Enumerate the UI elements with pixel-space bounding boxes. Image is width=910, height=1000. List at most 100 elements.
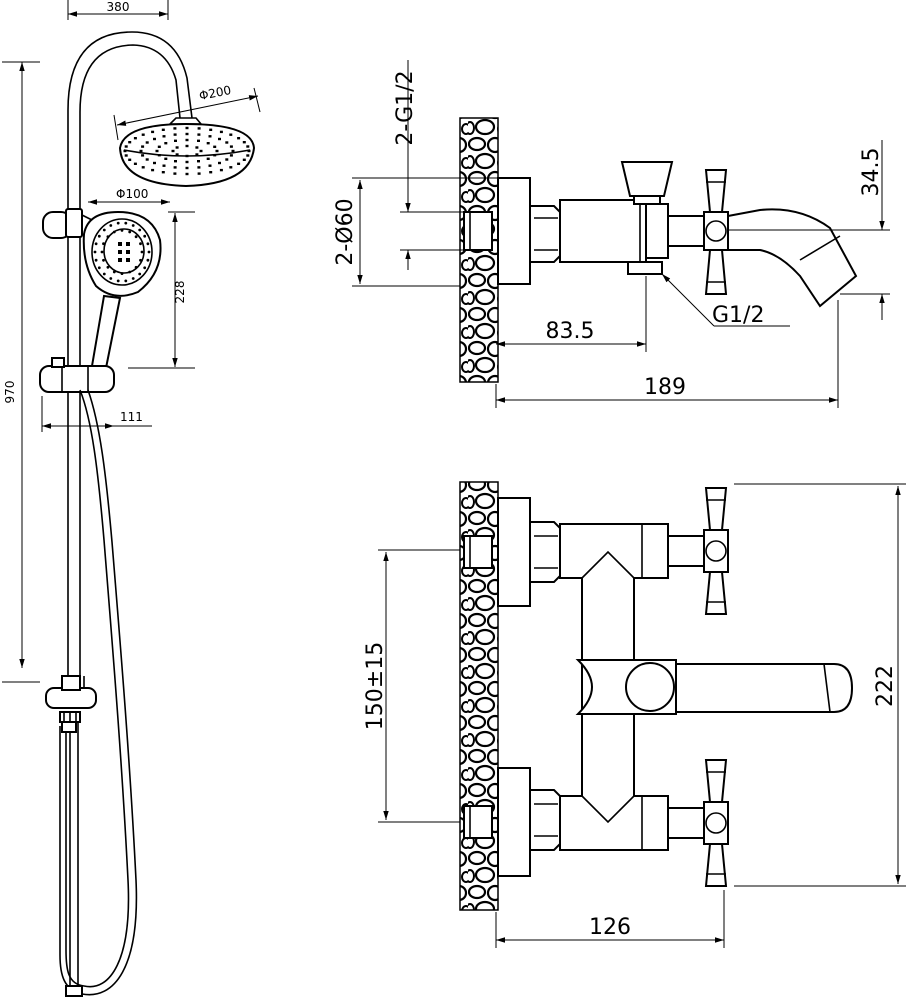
nozzle-dot — [140, 250, 144, 254]
nozzle-dot — [213, 154, 217, 157]
nozzle-dot — [206, 157, 210, 160]
nozzle-dot — [229, 133, 233, 136]
dim-label: 970 — [3, 381, 17, 404]
nozzle-dot — [143, 266, 147, 270]
nozzle-dot — [209, 128, 213, 131]
dim-label: Φ100 — [116, 187, 148, 201]
bath-spout — [727, 208, 858, 308]
nozzle-dot — [131, 277, 135, 280]
overhead-shower-head — [118, 117, 256, 188]
nozzle-dot — [219, 130, 223, 134]
nozzle-dot — [112, 270, 116, 274]
nozzle-dot — [141, 154, 145, 157]
hand-shower — [82, 210, 162, 370]
nozzle-dot — [197, 160, 200, 163]
nozzle-dot — [197, 133, 201, 136]
dim-label: 34.5 — [859, 148, 884, 197]
dim-label: 111 — [120, 410, 143, 424]
nozzle-dot — [171, 149, 175, 153]
dim-mixer-projection: 126 — [495, 890, 725, 948]
dim-overhead-diameter: Φ200 — [113, 83, 261, 141]
nozzle-dot — [128, 270, 132, 274]
dim-label: 189 — [644, 375, 686, 400]
nozzle-dot — [128, 158, 132, 161]
dim-outlet-offset: 83.5 — [496, 276, 647, 352]
dim-hand-shower-diameter: Φ100 — [88, 187, 195, 369]
nozzle-dot — [141, 145, 145, 148]
nozzle-dot — [109, 277, 113, 280]
dim-label: 83.5 — [546, 319, 595, 344]
nozzle-dot — [123, 149, 127, 153]
nozzle-dot — [164, 142, 168, 145]
nozzle-dot — [153, 161, 156, 165]
nozzle-dot — [106, 265, 110, 269]
nozzle-dot — [175, 153, 179, 156]
nozzle-dot — [151, 130, 155, 134]
nozzle-dot — [185, 160, 189, 164]
nozzle-dot — [146, 258, 150, 262]
dim-escutcheon-diameter: 2-Ø60 — [333, 177, 530, 287]
nozzle-dot — [100, 250, 104, 254]
nozzle-dot — [218, 161, 221, 165]
nozzle-dot — [155, 149, 159, 153]
dim-label: 222 — [873, 665, 898, 707]
dim-label: 126 — [589, 915, 631, 940]
nozzle-dot — [124, 145, 128, 148]
nozzle-dot — [131, 224, 135, 227]
nozzle-dot — [112, 230, 116, 234]
nozzle-dot — [175, 146, 179, 149]
nozzle-dot — [161, 128, 165, 131]
nozzle-dot — [213, 145, 217, 148]
nozzle-dot — [229, 145, 233, 148]
nozzle-dot — [199, 149, 203, 153]
nozzle-dot — [153, 137, 156, 141]
nozzle-dot — [174, 139, 177, 142]
mixer-side-view: 2-G1/2 2-Ø60 34.5 G1/2 83.5 — [333, 60, 890, 408]
nozzle-dot — [225, 141, 229, 144]
dim-label: 2-G1/2 — [393, 70, 418, 145]
nozzle-dot — [246, 154, 250, 157]
nozzle-dot — [120, 229, 124, 232]
nozzle-dot — [218, 137, 221, 141]
nozzle-dot — [106, 235, 110, 239]
nozzle-dot — [128, 141, 132, 144]
nozzle-dot — [185, 144, 189, 148]
overhead-nozzle-pattern — [123, 126, 251, 176]
nozzle-dot — [195, 146, 199, 149]
nozzle-dot — [146, 242, 150, 246]
nozzle-dot — [185, 138, 189, 142]
nozzle-dot — [157, 145, 161, 148]
dim-label: Φ200 — [198, 83, 232, 103]
nozzle-dot — [247, 149, 251, 153]
nozzle-dot — [128, 230, 132, 234]
nozzle-dot — [139, 258, 142, 262]
nozzle-dot — [206, 142, 210, 145]
nozzle-dot — [197, 139, 200, 142]
nozzle-dot — [229, 166, 233, 169]
nozzle-dot — [185, 172, 189, 176]
nozzle-dot — [229, 154, 233, 157]
nozzle-dot — [173, 127, 177, 130]
nozzle-dot — [139, 242, 142, 246]
nozzle-dot — [134, 235, 138, 239]
nozzle-dot — [174, 160, 177, 163]
dim-label: 2-Ø60 — [333, 198, 358, 265]
nozzle-dot — [173, 166, 177, 169]
nozzle-dot — [197, 166, 201, 169]
nozzle-dot — [116, 279, 120, 283]
nozzle-dot — [242, 158, 246, 161]
dim-spout-projection: 189 — [495, 300, 839, 408]
nozzle-dot — [195, 153, 199, 156]
nozzle-dot — [134, 265, 138, 269]
riser-pipe — [67, 31, 193, 700]
nozzle-dot — [93, 250, 97, 254]
cross-handle — [703, 169, 729, 295]
upper-hand-shower-holder — [42, 208, 93, 239]
shower-column-view: 380 970 Φ200 — [2, 0, 261, 997]
nozzle-dot — [116, 221, 120, 225]
nozzle-dot — [151, 168, 155, 172]
nozzle-dot — [208, 135, 212, 138]
nozzle-dot — [120, 272, 124, 275]
nozzle-dot — [124, 279, 128, 283]
nozzle-dot — [242, 141, 246, 144]
